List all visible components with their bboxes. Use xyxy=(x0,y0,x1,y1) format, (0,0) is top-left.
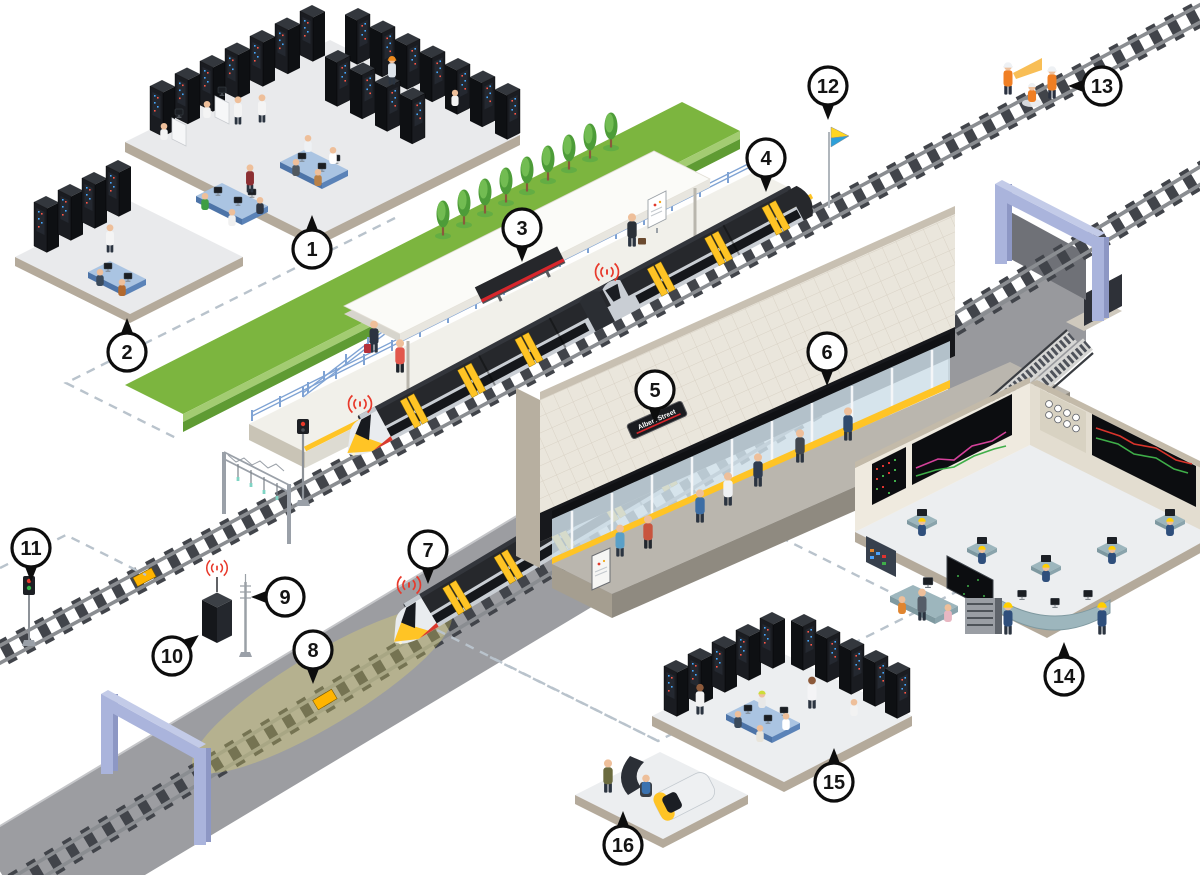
callout-12: 12 xyxy=(807,65,849,120)
desk-pod xyxy=(726,691,800,743)
driver-simulator xyxy=(575,752,748,848)
callouts: 1 2 3 4 5 6 7 8 9 10 11 12 13 14 15 16 xyxy=(10,65,1123,866)
equipment-room xyxy=(652,611,912,792)
catenary-gantry xyxy=(222,451,292,544)
callout-3: 3 xyxy=(501,207,543,262)
platform-sign xyxy=(474,246,566,305)
desk-pod xyxy=(88,261,146,296)
station-wall xyxy=(540,214,955,542)
svg-text:9: 9 xyxy=(279,587,290,609)
svg-text:16: 16 xyxy=(612,835,634,857)
svg-text:5: 5 xyxy=(649,380,660,402)
surface-platform xyxy=(249,171,812,452)
desk-pod xyxy=(196,164,268,226)
surface-station xyxy=(125,102,814,468)
callout-2: 2 xyxy=(106,318,148,373)
grass-strip xyxy=(125,102,740,414)
svg-text:7: 7 xyxy=(422,540,433,562)
centre-island-desk xyxy=(999,589,1111,634)
callout-4: 4 xyxy=(745,137,787,192)
main-line-track xyxy=(0,0,1200,677)
trackside-signal-11 xyxy=(22,576,36,646)
svg-text:3: 3 xyxy=(516,218,527,240)
svg-text:6: 6 xyxy=(821,342,832,364)
svg-text:14: 14 xyxy=(1053,666,1076,688)
svg-text:12: 12 xyxy=(817,76,839,98)
callout-11: 11 xyxy=(10,527,52,582)
callout-10: 10 xyxy=(151,635,199,677)
crouching-technician xyxy=(850,698,858,716)
trainee-driver xyxy=(641,774,651,794)
lineside-signal xyxy=(296,419,310,506)
svg-text:8: 8 xyxy=(307,640,318,662)
desk-pod xyxy=(280,134,348,189)
callout-13: 13 xyxy=(1068,65,1123,107)
train-surface xyxy=(347,185,813,456)
wayside-cabinet xyxy=(202,577,232,643)
underground-station: Albert Street xyxy=(516,206,1122,618)
station-map-board xyxy=(591,547,611,591)
test-carts xyxy=(160,86,242,147)
callout-15: 15 xyxy=(813,748,855,803)
callout-8: 8 xyxy=(292,629,334,684)
tunnel-portal-east xyxy=(995,180,1109,321)
callout-16: 16 xyxy=(602,811,644,866)
callout-9: 9 xyxy=(251,576,306,618)
svg-text:4: 4 xyxy=(760,148,772,170)
kneeling-technician xyxy=(451,89,459,106)
track-flag-marker xyxy=(828,126,850,208)
station-platform xyxy=(552,362,1070,594)
svg-text:2: 2 xyxy=(121,342,132,364)
wall-displays xyxy=(872,389,1196,507)
svg-text:10: 10 xyxy=(161,646,183,668)
briefcase xyxy=(638,238,646,245)
room-operations-centre xyxy=(125,4,521,247)
track-balise xyxy=(132,567,157,587)
track-balise-8 xyxy=(312,688,338,711)
tunnel-portal-west xyxy=(101,690,211,845)
track-workers xyxy=(1003,58,1057,107)
svg-text:1: 1 xyxy=(306,239,317,261)
callout-1: 1 xyxy=(291,215,333,270)
callout-6: 6 xyxy=(806,331,848,386)
suitcase xyxy=(364,344,371,353)
room-backup-centre xyxy=(15,159,243,323)
callout-14: 14 xyxy=(1043,642,1085,697)
train-doors xyxy=(399,200,791,429)
svg-text:15: 15 xyxy=(823,772,845,794)
radio-mast xyxy=(239,574,252,657)
balise-telegram-glow xyxy=(192,606,452,774)
control-room xyxy=(855,377,1200,638)
left-work-area xyxy=(866,536,1002,634)
simulator-cab xyxy=(653,772,716,821)
ad-board xyxy=(647,190,667,233)
svg-text:13: 13 xyxy=(1091,76,1113,98)
simulator-screen xyxy=(620,756,644,795)
callout-5: 5 xyxy=(634,369,676,424)
callout-7: 7 xyxy=(407,529,449,584)
survey-beam xyxy=(1013,58,1042,79)
svg-text:11: 11 xyxy=(20,538,41,560)
